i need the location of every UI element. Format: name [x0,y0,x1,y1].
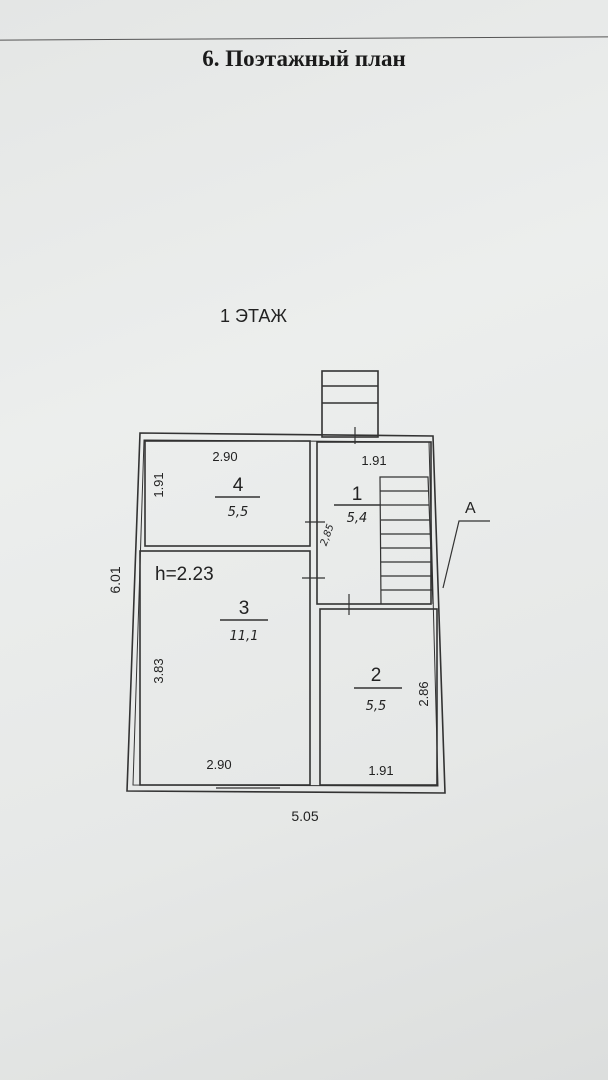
door-marks [216,427,356,789]
exterior-stairs [321,370,379,438]
section-marker: A [465,500,476,517]
outer-wall [126,432,446,794]
room-2-length: 2.86 [416,681,431,706]
room-2-width: 1.91 [368,763,393,778]
inner-wall-outline [132,439,439,787]
room-1-length: 2,85 [319,523,337,548]
overall-depth: 6.01 [107,566,123,593]
ceiling-height: h=2.23 [155,564,214,585]
room-4-number: 4 [233,475,244,496]
room-1-area: 5,4 [347,511,368,526]
room-2-outline [319,608,438,786]
room-1-outline [316,441,432,605]
floor-label: 1 ЭТАЖ [220,306,287,326]
overall-width: 5.05 [291,808,318,824]
room-2-number: 2 [371,665,382,686]
room-3-area: 11,1 [230,629,259,644]
room-2-area: 5,5 [366,699,387,714]
room-4-width: 2.90 [212,449,237,464]
room-3-outline [139,550,311,786]
room-4-area: 5,5 [228,505,249,520]
page-title: 6. Поэтажный план [202,46,406,71]
room-1-number: 1 [352,484,363,505]
room-3-width: 2.90 [206,757,231,772]
section-marker-leader [442,520,490,589]
interior-stairs [379,476,434,605]
room-3-number: 3 [239,598,250,619]
room-4-outline [144,440,311,547]
room-3-length: 3.83 [151,658,166,683]
room-4-length: 1.91 [151,472,166,497]
room-1-width: 1.91 [361,453,386,468]
